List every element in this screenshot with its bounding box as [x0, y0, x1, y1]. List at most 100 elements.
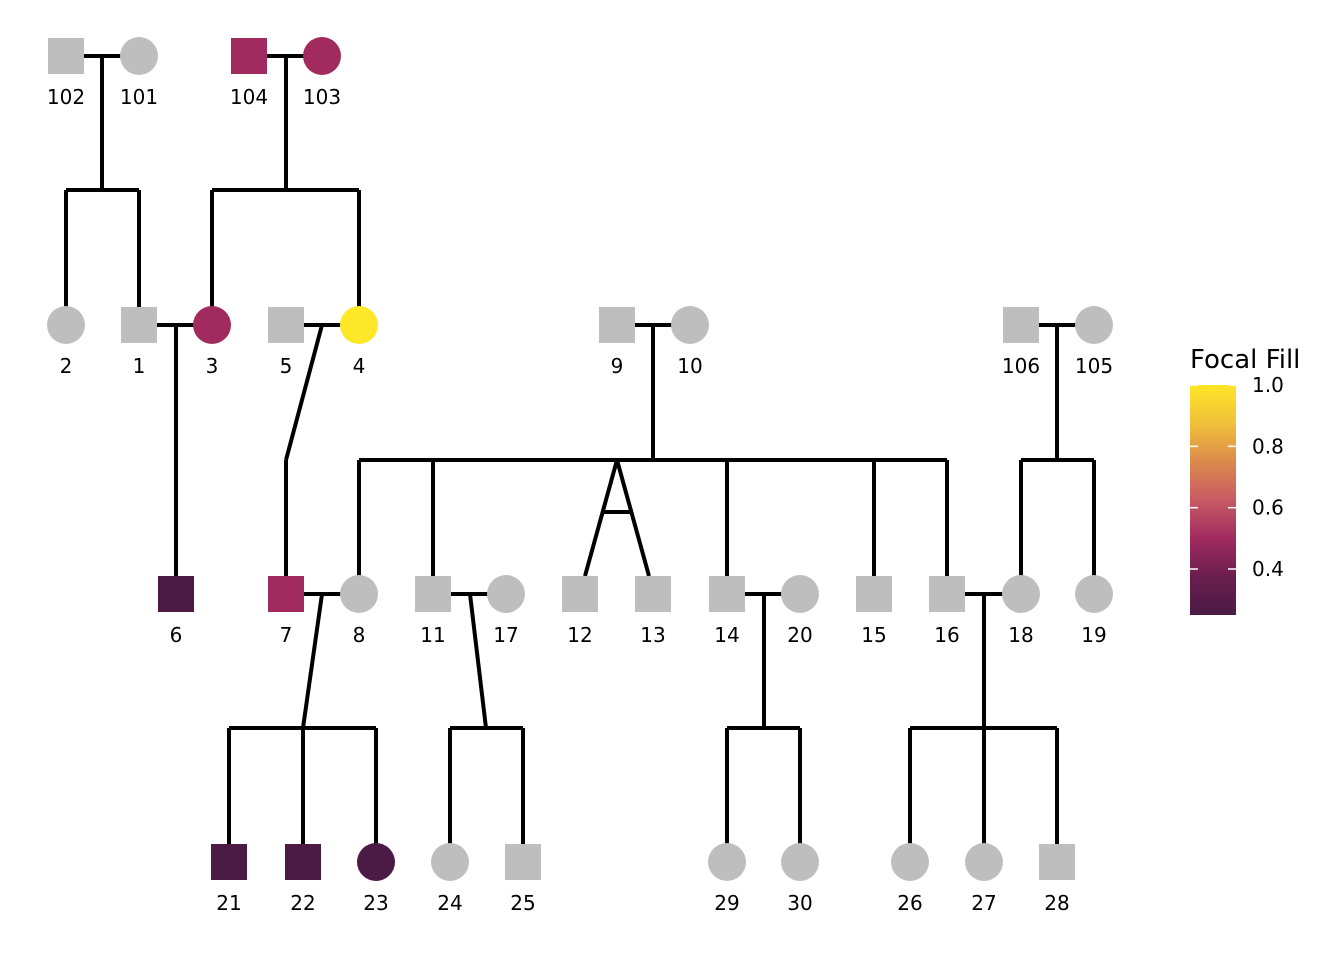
- female-circle-symbol: [303, 37, 341, 75]
- individual-id-label: 26: [897, 891, 922, 915]
- individual-106: 106: [1002, 307, 1040, 378]
- individual-17: 17: [487, 575, 525, 647]
- female-circle-symbol: [340, 306, 378, 344]
- individual-id-label: 6: [170, 623, 183, 647]
- individual-11: 11: [415, 576, 451, 647]
- individual-13: 13: [635, 576, 671, 647]
- female-circle-symbol: [708, 843, 746, 881]
- female-circle-symbol: [1002, 575, 1040, 613]
- individual-29: 29: [708, 843, 746, 915]
- individual-id-label: 12: [567, 623, 592, 647]
- individual-id-label: 102: [47, 85, 85, 109]
- individual-1: 1: [121, 307, 157, 378]
- individual-19: 19: [1075, 575, 1113, 647]
- male-square-symbol: [48, 38, 84, 74]
- male-square-symbol: [415, 576, 451, 612]
- individual-id-label: 20: [787, 623, 812, 647]
- individual-id-label: 101: [120, 85, 158, 109]
- relationship-lines: [64, 54, 1096, 844]
- individual-16: 16: [929, 576, 965, 647]
- female-circle-symbol: [891, 843, 929, 881]
- female-circle-symbol: [47, 306, 85, 344]
- individual-id-label: 24: [437, 891, 462, 915]
- individual-id-label: 27: [971, 891, 996, 915]
- individual-id-label: 28: [1044, 891, 1069, 915]
- individual-id-label: 13: [640, 623, 665, 647]
- legend-tick-label: 0.4: [1252, 557, 1284, 581]
- individual-id-label: 8: [353, 623, 366, 647]
- legend-tick-label: 0.8: [1252, 434, 1284, 458]
- individual-24: 24: [431, 843, 469, 915]
- female-circle-symbol: [1075, 575, 1113, 613]
- individual-22: 22: [285, 844, 321, 915]
- individual-15: 15: [856, 576, 892, 647]
- individual-9: 9: [599, 307, 635, 378]
- individual-8: 8: [340, 575, 378, 647]
- relationship-line: [615, 459, 651, 577]
- individual-id-label: 22: [290, 891, 315, 915]
- individual-12: 12: [562, 576, 598, 647]
- male-square-symbol: [929, 576, 965, 612]
- male-square-symbol: [231, 38, 267, 74]
- individual-4: 4: [340, 306, 378, 378]
- male-square-symbol: [599, 307, 635, 343]
- male-square-symbol: [1003, 307, 1039, 343]
- individual-id-label: 15: [861, 623, 886, 647]
- focal-fill-legend: Focal Fill 1.0 0.8 0.6 0.4: [1190, 345, 1300, 615]
- individual-id-label: 17: [493, 623, 518, 647]
- female-circle-symbol: [965, 843, 1003, 881]
- individual-103: 103: [303, 37, 341, 109]
- individual-20: 20: [781, 575, 819, 647]
- individual-id-label: 9: [611, 354, 624, 378]
- individual-10: 10: [671, 306, 709, 378]
- female-circle-symbol: [487, 575, 525, 613]
- individual-2: 2: [47, 306, 85, 378]
- individual-id-label: 10: [677, 354, 702, 378]
- male-square-symbol: [562, 576, 598, 612]
- individual-102: 102: [47, 38, 85, 109]
- individual-6: 6: [158, 576, 194, 647]
- male-square-symbol: [158, 576, 194, 612]
- individual-3: 3: [193, 306, 231, 378]
- individual-101: 101: [120, 37, 158, 109]
- male-square-symbol: [211, 844, 247, 880]
- legend-tick-label: 1.0: [1252, 373, 1284, 397]
- individual-id-label: 103: [303, 85, 341, 109]
- individual-id-label: 19: [1081, 623, 1106, 647]
- male-square-symbol: [268, 307, 304, 343]
- female-circle-symbol: [671, 306, 709, 344]
- individual-id-label: 7: [280, 623, 293, 647]
- individual-id-label: 4: [353, 354, 366, 378]
- legend-colorbar: [1190, 385, 1236, 615]
- female-circle-symbol: [781, 575, 819, 613]
- female-circle-symbol: [1075, 306, 1113, 344]
- individual-105: 105: [1075, 306, 1113, 378]
- relationship-line: [301, 593, 324, 729]
- individual-25: 25: [505, 844, 541, 915]
- male-square-symbol: [856, 576, 892, 612]
- relationship-line: [284, 324, 324, 461]
- individual-id-label: 14: [714, 623, 739, 647]
- female-circle-symbol: [781, 843, 819, 881]
- individual-id-label: 1: [133, 354, 146, 378]
- legend-title: Focal Fill: [1190, 345, 1300, 375]
- individual-id-label: 3: [206, 354, 219, 378]
- individual-104: 104: [230, 38, 268, 109]
- individual-18: 18: [1002, 575, 1040, 647]
- male-square-symbol: [635, 576, 671, 612]
- individual-id-label: 18: [1008, 623, 1033, 647]
- individual-id-label: 30: [787, 891, 812, 915]
- male-square-symbol: [121, 307, 157, 343]
- individual-5: 5: [268, 307, 304, 378]
- male-square-symbol: [285, 844, 321, 880]
- male-square-symbol: [709, 576, 745, 612]
- individual-26: 26: [891, 843, 929, 915]
- female-circle-symbol: [193, 306, 231, 344]
- legend-tick-label: 0.6: [1252, 496, 1284, 520]
- individual-23: 23: [357, 843, 395, 915]
- male-square-symbol: [505, 844, 541, 880]
- individual-21: 21: [211, 844, 247, 915]
- female-circle-symbol: [120, 37, 158, 75]
